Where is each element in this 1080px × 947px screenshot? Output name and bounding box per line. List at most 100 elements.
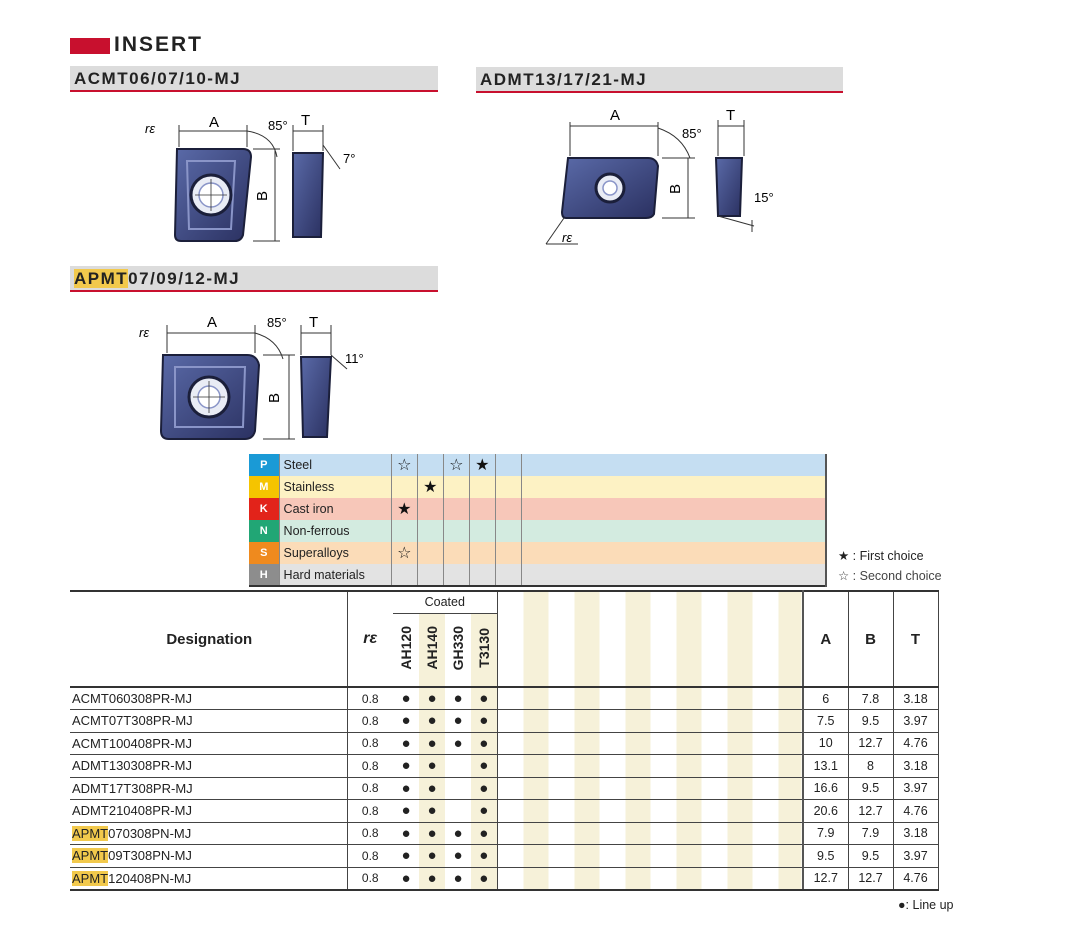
grade-availability: ●: [471, 844, 498, 868]
designation-cell: APMT09T308PN-MJ: [70, 844, 347, 868]
grade-availability: ●: [419, 687, 445, 710]
label-b: B: [667, 184, 684, 194]
grade-recommendation: ☆: [391, 454, 418, 476]
grade-availability: ●: [393, 709, 419, 733]
material-code-badge: K: [249, 498, 280, 520]
dim-a-value: 7.5: [802, 709, 849, 733]
dim-b-value: 12.7: [848, 732, 894, 755]
grade-availability: ●: [393, 754, 419, 778]
spare-grade-cells: [497, 732, 804, 755]
grade-recommendation: [443, 542, 470, 564]
grade-availability: ●: [445, 687, 471, 710]
grade-header: AH120: [393, 613, 419, 688]
dim-t-value: 3.18: [893, 687, 939, 710]
insert-title-mark: [70, 38, 110, 54]
insert-side-view: [292, 152, 325, 238]
designation-cell: ACMT07T308PR-MJ: [70, 709, 347, 733]
grade-availability: ●: [471, 687, 498, 710]
insert-designation-table: Designation rε Coated A B T AH120 AH140 …: [70, 590, 939, 891]
grade-recommendation: [495, 542, 522, 564]
grade-availability: ●: [445, 709, 471, 733]
spare-grade-cells: [497, 844, 804, 868]
diagram-admt: rε A 85° T B 15°: [545, 107, 774, 245]
section-suffix: 13/17/21-MJ: [535, 70, 648, 89]
grade-availability: [445, 777, 471, 800]
grade-recommendation: [391, 520, 418, 542]
grade-availability: ●: [471, 709, 498, 733]
re-value: 0.8: [346, 777, 393, 800]
label-clearance: 15°: [754, 190, 774, 205]
grade-availability: ●: [419, 844, 445, 868]
designation-cell: ADMT130308PR-MJ: [70, 754, 347, 778]
dim-a-value: 7.9: [802, 822, 849, 845]
designation-prefix: APMT: [72, 848, 109, 864]
dim-b-value: 7.9: [848, 822, 894, 845]
dim-t-value: 4.76: [893, 732, 939, 755]
designation-suffix: 120408PN-MJ: [108, 870, 192, 886]
label-angle: 85°: [267, 315, 287, 330]
designation-prefix: ADMT: [72, 803, 109, 819]
designation-suffix: 060308PR-MJ: [108, 691, 192, 706]
designation-suffix: 130308PR-MJ: [108, 758, 192, 774]
designation-prefix: ADMT: [72, 780, 109, 796]
insert-side-view: [299, 356, 333, 438]
re-value: 0.8: [346, 709, 393, 733]
grade-availability: [445, 799, 471, 823]
legend-first-choice: ★ : First choice: [838, 549, 924, 563]
grade-recommendation: [391, 476, 418, 498]
material-row-filler: [521, 520, 827, 542]
grade-recommendation: [469, 564, 496, 586]
grade-recommendation: [417, 564, 444, 586]
grade-recommendation: [417, 542, 444, 564]
grade-availability: ●: [393, 867, 419, 891]
re-value: 0.8: [346, 799, 393, 823]
grade-recommendation: ★: [391, 498, 418, 520]
dim-a-value: 12.7: [802, 867, 849, 891]
section-header-admt: ADMT13/17/21-MJ: [476, 67, 843, 93]
dim-a-value: 16.6: [802, 777, 849, 800]
designation-suffix: 07T308PR-MJ: [108, 713, 193, 729]
page-title: INSERT: [114, 33, 204, 56]
grade-recommendation: [495, 564, 522, 586]
legend-second-choice: ☆ : Second choice: [838, 569, 942, 583]
grade-recommendation: ★: [469, 454, 496, 476]
dim-header-b: B: [848, 590, 894, 688]
grade-availability: [445, 754, 471, 778]
insert-side-view: [714, 157, 744, 217]
label-b: B: [254, 191, 271, 201]
grade-availability: ●: [445, 844, 471, 868]
dim-a-value: 10: [802, 732, 849, 755]
label-t: T: [301, 112, 310, 129]
grade-availability: ●: [419, 732, 445, 755]
grade-recommendation: ★: [417, 476, 444, 498]
section-prefix: ACMT: [74, 69, 130, 88]
dim-header-a: A: [802, 590, 849, 688]
designation-cell: ADMT17T308PR-MJ: [70, 777, 347, 800]
material-name: Hard materials: [279, 564, 392, 586]
grade-recommendation: [391, 564, 418, 586]
dim-header-t: T: [893, 590, 939, 688]
grade-availability: ●: [471, 799, 498, 823]
label-re: rε: [562, 230, 572, 245]
grade-recommendation: [495, 520, 522, 542]
label-t: T: [309, 314, 318, 331]
dim-t-value: 3.18: [893, 822, 939, 845]
label-angle: 85°: [682, 126, 702, 141]
re-header: rε: [346, 590, 393, 688]
grade-availability: ●: [445, 822, 471, 845]
designation-suffix: 09T308PN-MJ: [108, 848, 192, 864]
spare-grade-cells: [497, 799, 804, 823]
label-a: A: [610, 107, 620, 124]
dim-t-value: 4.76: [893, 799, 939, 823]
grade-availability: ●: [471, 754, 498, 778]
designation-cell: ACMT100408PR-MJ: [70, 732, 347, 755]
dim-t-value: 4.76: [893, 867, 939, 891]
